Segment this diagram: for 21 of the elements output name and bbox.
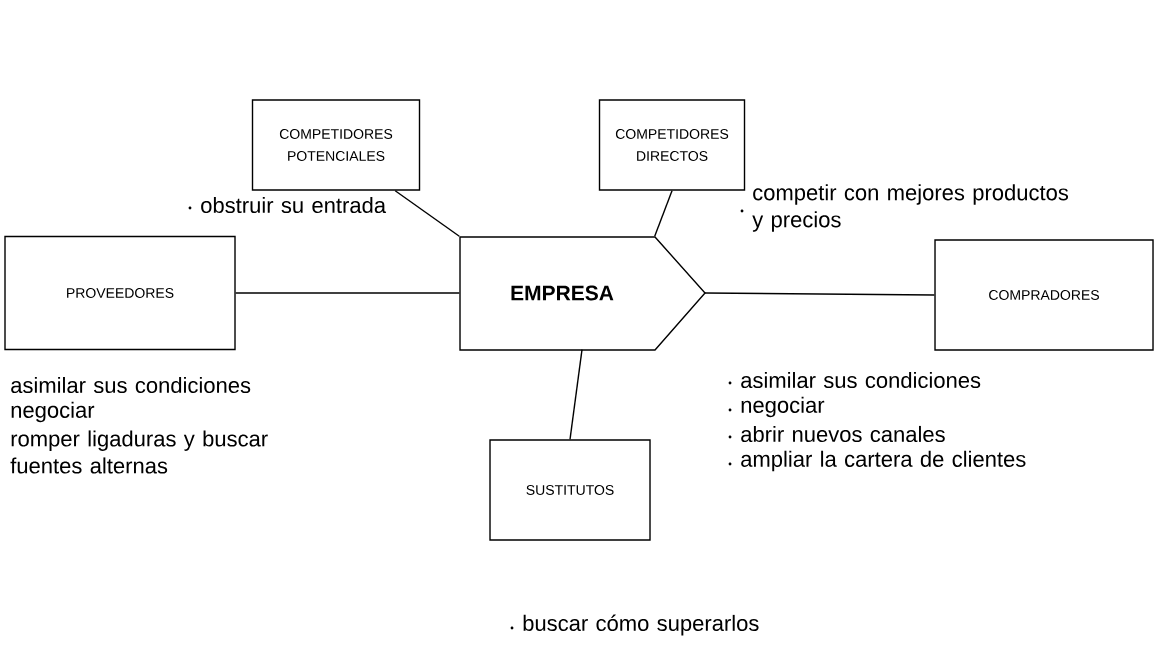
connector-line xyxy=(394,190,460,237)
entity-box: COMPETIDORES POTENCIALES xyxy=(251,99,421,191)
note-text: competir con mejores productos y precios xyxy=(752,184,1069,232)
note-text: ampliar la cartera de clientes xyxy=(741,450,1026,472)
connector-line xyxy=(704,292,935,296)
connector-line xyxy=(235,292,460,294)
note-text: abrir nuevos canales xyxy=(741,425,945,443)
entity-box: PROVEEDORES xyxy=(4,235,236,351)
connector-line xyxy=(654,190,673,237)
entity-box: SUSTITUTOS xyxy=(489,439,651,541)
note-text: negociar xyxy=(11,401,95,423)
entity-box: COMPRADORES xyxy=(934,239,1154,351)
note-text: romper ligaduras y buscar fuentes alternas xyxy=(10,430,268,474)
note-text: obstruir su entrada xyxy=(201,196,387,214)
note-text: buscar cómo superarlos xyxy=(523,614,759,636)
company-pentagon: EMPRESA xyxy=(459,236,706,351)
note-text: asimilar sus condiciones xyxy=(11,376,251,394)
entity-box: COMPETIDORES DIRECTOS xyxy=(598,99,746,191)
connector-line xyxy=(569,349,583,440)
note-text: asimilar sus condiciones xyxy=(741,371,981,389)
note-text: negociar xyxy=(741,396,825,418)
